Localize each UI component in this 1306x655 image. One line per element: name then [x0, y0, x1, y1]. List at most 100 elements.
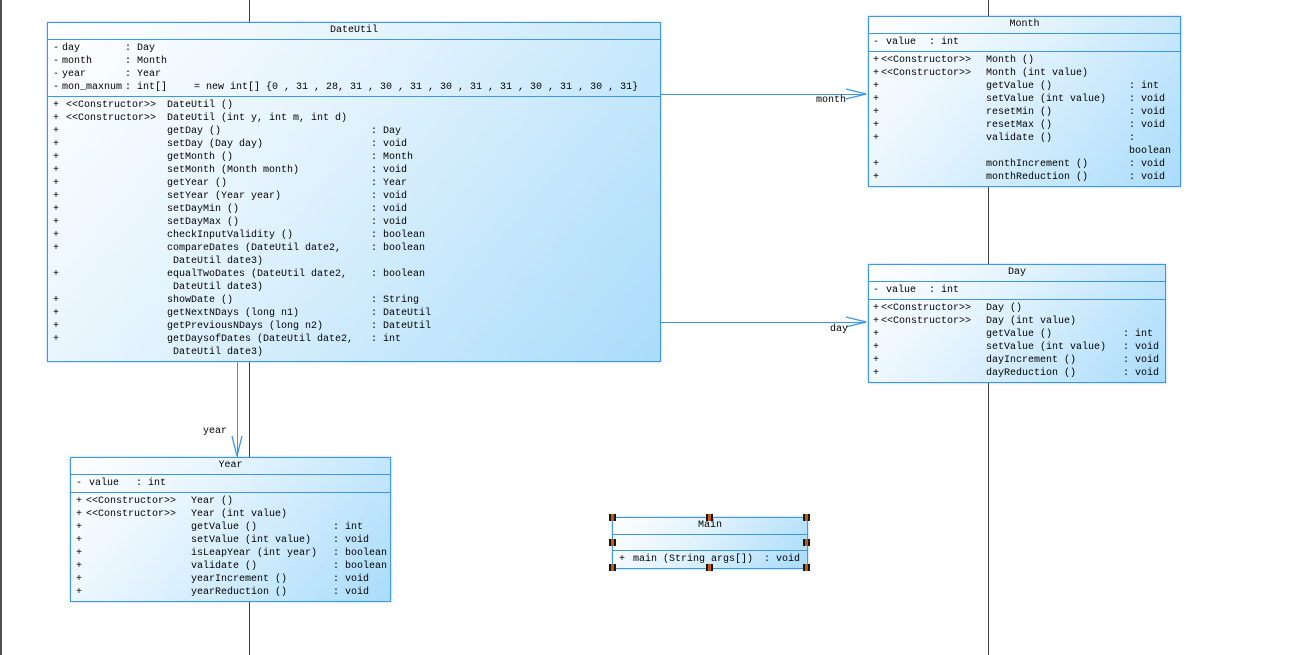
- attribute-row: -mon_maxnum: int[]= new int[] {0 , 31 , …: [53, 81, 660, 94]
- cell-vis: +: [76, 496, 83, 507]
- cell-vis: -: [53, 43, 60, 54]
- cell-sig: DateUtil (int y, int m, int d): [167, 113, 348, 124]
- cell-sig: monthReduction (): [986, 172, 1089, 183]
- cell-vis: +: [873, 107, 880, 118]
- class-box-year[interactable]: Year -value: int +<<Constructor>>Year ()…: [70, 457, 391, 602]
- cell-vis: +: [76, 535, 83, 546]
- methods-compartment: +<<Constructor>>Month ()+<<Constructor>>…: [869, 51, 1180, 186]
- cell-ret: : Month: [371, 152, 414, 163]
- cell-sig: setMonth (Month month): [167, 165, 300, 176]
- selection-handle[interactable]: [609, 514, 616, 521]
- cell-sig: validate (): [191, 561, 258, 572]
- cell-name: month: [62, 56, 93, 67]
- cell-vis: +: [76, 509, 83, 520]
- method-row: +<<Constructor>>DateUtil (): [53, 99, 660, 112]
- method-row: +compareDates (DateUtil date2, DateUtil …: [53, 242, 660, 268]
- cell-stereo: [86, 521, 191, 534]
- methods-compartment: +<<Constructor>>Year ()+<<Constructor>>Y…: [71, 492, 390, 601]
- cell-vis: -: [873, 37, 880, 48]
- cell-sig: getPreviousNDays (long n2): [167, 321, 324, 332]
- arrowhead-down-icon: [231, 435, 243, 457]
- class-box-month[interactable]: Month -value: int +<<Constructor>>Month …: [868, 16, 1181, 187]
- cell-sig: setValue (int value): [191, 535, 312, 546]
- class-title: Day: [869, 265, 1165, 282]
- cell-name: year: [62, 69, 87, 80]
- cell-stereo: [66, 164, 167, 177]
- selection-handle[interactable]: [803, 514, 810, 521]
- association-label-year[interactable]: year: [203, 426, 228, 437]
- cell-ret: : void: [333, 535, 370, 546]
- cell-stereo: [66, 216, 167, 229]
- cell-ret: : Year: [371, 178, 408, 189]
- class-box-dateutil[interactable]: DateUtil -day: Day-month: Month-year: Ye…: [47, 22, 661, 362]
- cell-sig: Year (int value): [191, 509, 288, 520]
- cell-ret: : boolean: [371, 243, 426, 254]
- method-row: + setValue (int value) : void: [76, 534, 390, 547]
- cell-ret: : void: [1123, 342, 1160, 353]
- cell-stereo: [881, 367, 986, 380]
- cell-stereo: [66, 177, 167, 190]
- attribute-row: -year: Year: [53, 68, 660, 81]
- class-box-day[interactable]: Day -value: int +<<Constructor>>Day ()+<…: [868, 264, 1166, 383]
- cell-stereo: <<Constructor>>: [86, 496, 177, 507]
- cell-vis: +: [873, 316, 880, 327]
- selection-handle[interactable]: [706, 564, 713, 571]
- cell-sig: Day (int value): [986, 316, 1077, 327]
- association-label-day[interactable]: day: [830, 324, 849, 335]
- selection-handle[interactable]: [706, 514, 713, 521]
- cell-extra: = new int[] {0 , 31 , 28, 31 , 30 , 31 ,…: [194, 82, 639, 93]
- selection-handle[interactable]: [803, 564, 810, 571]
- cell-ret: [1123, 315, 1165, 328]
- cell-ret: : void: [1129, 107, 1166, 118]
- cell-vis: +: [873, 81, 880, 92]
- cell-stereo: <<Constructor>>: [66, 100, 157, 111]
- cell-stereo: [881, 158, 986, 171]
- selection-handle[interactable]: [803, 539, 810, 546]
- attributes-compartment: [613, 535, 807, 550]
- method-row: +equalTwoDates (DateUtil date2, DateUtil…: [53, 268, 660, 294]
- method-row: +<<Constructor>> Day (int value): [873, 315, 1165, 328]
- cell-stereo: [86, 534, 191, 547]
- cell-sig: DateUtil (): [167, 100, 234, 111]
- cell-sig: getValue (): [986, 329, 1053, 340]
- cell-sig: resetMin (): [986, 107, 1053, 118]
- association-line-dateutil-day[interactable]: [660, 322, 866, 323]
- cell-sig: Month (int value): [986, 68, 1089, 79]
- selection-handle[interactable]: [609, 564, 616, 571]
- cell-ret: : void: [371, 139, 408, 150]
- method-row: +<<Constructor>>Day (): [873, 302, 1165, 315]
- attribute-row: -value: int: [873, 36, 1180, 49]
- cell-name: value: [89, 478, 120, 489]
- cell-ret: : void: [1123, 368, 1160, 379]
- cell-stereo: <<Constructor>>: [881, 316, 972, 327]
- cell-vis: +: [53, 308, 60, 319]
- method-row: +monthReduction (): void: [873, 171, 1180, 184]
- cell-stereo: [66, 190, 167, 203]
- method-row: +checkInputValidity (): boolean: [53, 229, 660, 242]
- cell-stereo: <<Constructor>>: [881, 68, 972, 79]
- association-label-month[interactable]: month: [816, 95, 847, 106]
- cell-ret: : Day: [371, 126, 402, 137]
- cell-type: : Day: [125, 43, 156, 54]
- selection-handle[interactable]: [609, 539, 616, 546]
- method-row: +dayIncrement (): void: [873, 354, 1165, 367]
- method-row: +getValue (): int: [873, 80, 1180, 93]
- cell-vis: +: [873, 329, 880, 340]
- attribute-row: -day: Day: [53, 42, 660, 55]
- cell-ret: : void: [1129, 94, 1166, 105]
- association-line-dateutil-year[interactable]: [237, 358, 238, 457]
- method-row: +<<Constructor>>DateUtil (int y, int m, …: [53, 112, 660, 125]
- cell-sig: main (String args[]): [633, 554, 754, 565]
- cell-ret: : void: [1129, 120, 1166, 131]
- class-box-main[interactable]: Main +main (String args[]): void: [612, 517, 808, 569]
- cell-ret: : void: [371, 217, 408, 228]
- cell-vis: +: [53, 126, 60, 137]
- cell-vis: +: [619, 554, 626, 565]
- method-row: +<<Constructor>>Year (): [76, 495, 390, 508]
- method-row: +getNextNDays (long n1): DateUtil: [53, 307, 660, 320]
- cell-name: value: [886, 37, 917, 48]
- cell-ret: [1123, 302, 1165, 315]
- association-line-dateutil-month[interactable]: [660, 94, 866, 95]
- cell-stereo: [86, 586, 191, 599]
